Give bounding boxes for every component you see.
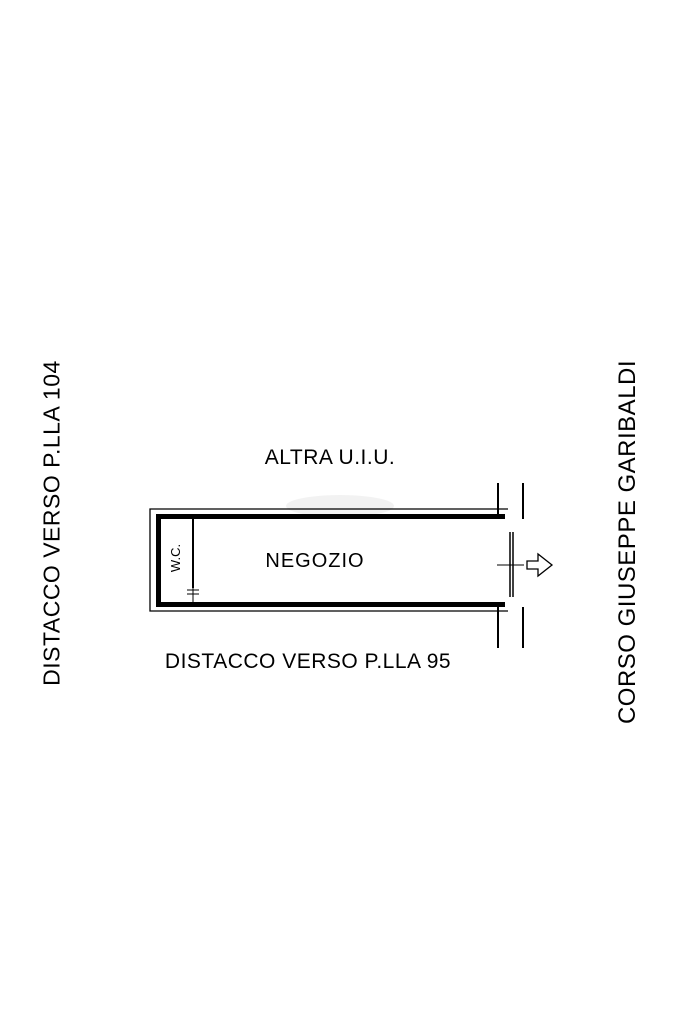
room-label-negozio: NEGOZIO [265, 550, 364, 572]
entrance-door [497, 532, 554, 597]
outer-outline [149, 508, 508, 612]
wc-partition [187, 519, 199, 606]
room-label-wc: W.C. [168, 544, 183, 572]
access-arrow-icon [526, 552, 554, 578]
label-altra-uiu: ALTRA U.I.U. [264, 446, 396, 469]
shop-walls [156, 514, 505, 607]
wall-bottom [156, 602, 505, 607]
label-distacco-plla-95: DISTACCO VERSO P.LLA 95 [164, 650, 452, 673]
wall-top [156, 514, 505, 519]
wall-left [156, 514, 161, 607]
watermark [286, 495, 394, 517]
street-wall-stubs [497, 483, 524, 648]
